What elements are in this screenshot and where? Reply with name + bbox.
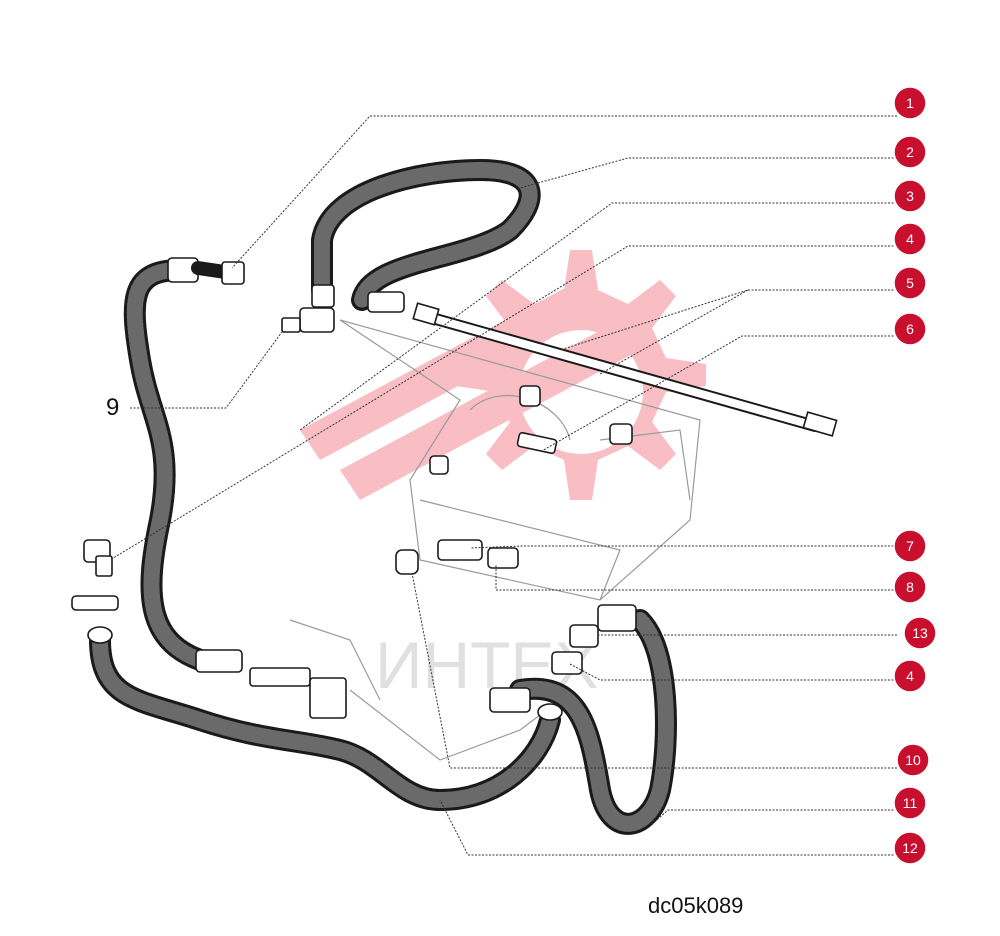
side-label-9: 9 [106,394,119,421]
callout-1-label: 1 [906,95,914,111]
hose-top-loop [281,159,541,333]
steel-pipe [412,302,838,437]
callout-5-label: 5 [906,275,914,291]
callout-13-label: 13 [912,625,928,641]
callout-8-label: 8 [906,579,914,595]
callout-2: 2 [893,135,927,169]
leader-lines [109,115,897,856]
callout-11-label: 11 [903,795,918,811]
callout-4-lower-label: 4 [906,668,914,684]
hose-long-left [123,257,311,687]
drawing-code: dc05k089 [648,893,743,918]
callout-5: 5 [893,266,927,300]
callout-10-label: 10 [905,752,921,768]
callout-13: 13 [903,616,937,650]
callout-1: 1 [893,86,927,120]
callout-7: 7 [893,529,927,563]
callout-2-label: 2 [906,144,914,160]
callout-10: 10 [896,743,930,777]
callout-6: 6 [893,312,927,346]
callout-7-label: 7 [906,538,914,554]
callout-12-label: 12 [902,840,918,856]
callout-6-label: 6 [906,321,914,337]
callout-3-label: 3 [906,188,914,204]
callout-4-lower: 4 [893,659,927,693]
fittings [71,385,633,719]
callout-4: 4 [893,222,927,256]
callout-11: 11 [893,786,927,820]
callouts: 1 2 3 4 5 6 7 8 [893,86,937,865]
callout-8: 8 [893,570,927,604]
callout-3: 3 [893,179,927,213]
callout-4-label: 4 [906,231,914,247]
hose-bottom-long [87,626,563,811]
callout-12: 12 [893,831,927,865]
hose-right-loop [489,604,677,835]
